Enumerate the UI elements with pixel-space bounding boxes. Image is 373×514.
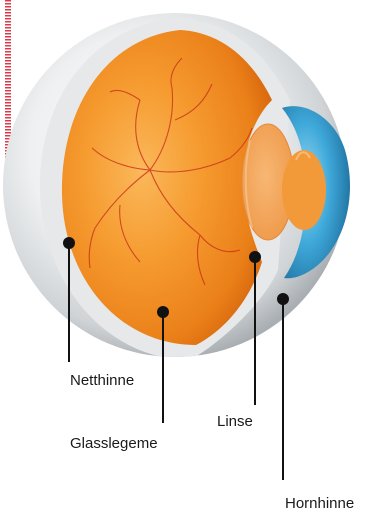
label-vitreous: Glasslegeme [70, 435, 158, 453]
iris [282, 150, 326, 230]
label-lens: Linse [217, 413, 253, 431]
label-retina: Netthinne [70, 372, 134, 390]
label-cornea: Hornhinne [285, 495, 354, 513]
